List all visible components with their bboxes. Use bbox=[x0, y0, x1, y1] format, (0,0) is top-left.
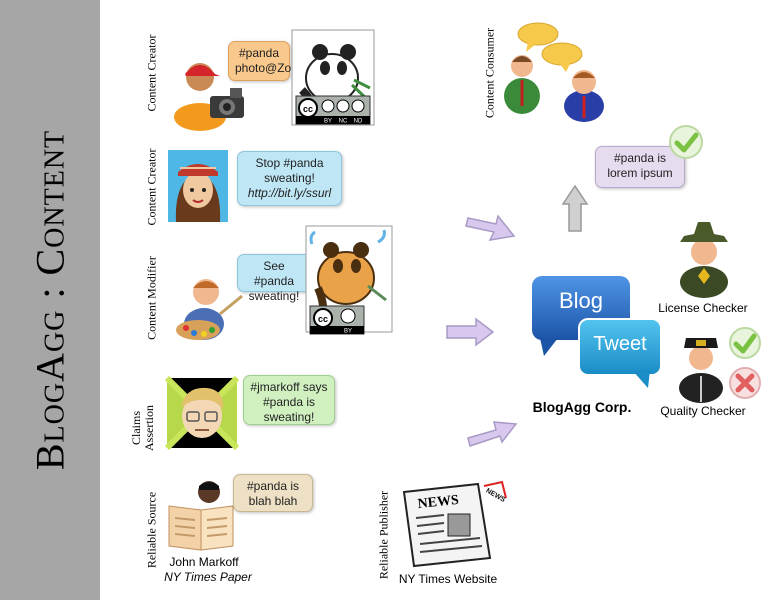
blog-logo-tail-icon bbox=[540, 338, 558, 356]
speech-bubble-claims: #jmarkoff says #panda is sweating! bbox=[243, 375, 335, 425]
bubble-link: http://bit.ly/ssurl bbox=[247, 186, 332, 200]
tweet-logo-tail-icon bbox=[632, 370, 650, 388]
role-label-reliable-publisher: Reliable Publisher bbox=[376, 490, 391, 580]
newspaper-masthead-text: NEWS bbox=[417, 493, 460, 512]
role-label-content-modifier: Content Modifier bbox=[144, 256, 159, 340]
role-label-content-consumer: Content Consumer bbox=[482, 27, 497, 119]
svg-text:cc: cc bbox=[318, 314, 328, 324]
speech-bubble-source: #panda is blah blah bbox=[233, 474, 313, 512]
bubble-line: See #panda bbox=[253, 259, 295, 288]
tweet-logo-text: Tweet bbox=[593, 333, 647, 355]
speech-bubble-creator-1: #panda photo@Zoo bbox=[228, 41, 298, 81]
cc-by-text: BY bbox=[344, 329, 352, 335]
bubble-line: photo@Zoo bbox=[235, 61, 298, 75]
caption-blogagg-corp: BlogAgg Corp. bbox=[532, 399, 632, 415]
blog-logo-text: Blog bbox=[558, 288, 604, 313]
svg-text:cc: cc bbox=[303, 104, 313, 114]
cc-nc-text: NC bbox=[339, 119, 348, 125]
quality-reject-cross-icon bbox=[729, 367, 761, 399]
checkmark-icon bbox=[669, 125, 703, 159]
arrow-to-blogagg-lower-icon bbox=[467, 421, 518, 447]
caption-license-checker: License Checker bbox=[658, 301, 748, 315]
bubble-line: lorem ipsum bbox=[607, 166, 673, 180]
jmarkoff-avatar-icon bbox=[164, 375, 240, 451]
arrow-to-blogagg-middle-icon bbox=[446, 317, 495, 347]
slide-title: BlogAgg : Content bbox=[27, 129, 73, 471]
speech-bubble-consumer: #panda is lorem ipsum bbox=[595, 146, 685, 188]
bubble-line: #panda is bbox=[246, 479, 300, 493]
caption-ny-times-website: NY Times Website bbox=[398, 572, 498, 586]
speech-bubble-creator-2: Stop #panda sweating! http://bit.ly/ssur… bbox=[237, 151, 342, 206]
cc-license-badge-by-nc-nd: cc BY NC ND bbox=[295, 95, 371, 125]
bubble-line: sweating! bbox=[263, 410, 315, 424]
photographer-icon bbox=[174, 63, 244, 131]
license-checker-sheriff-icon bbox=[680, 222, 728, 298]
speech-bubble-modifier: See #panda sweating! bbox=[237, 254, 311, 303]
painter-icon bbox=[176, 279, 243, 340]
bubble-line: #panda bbox=[238, 46, 280, 60]
cc-nd-text: ND bbox=[354, 119, 363, 125]
role-label-content-creator-1: Content Creator bbox=[144, 34, 159, 112]
bubble-line: sweating! bbox=[248, 289, 300, 303]
newspaper-icon: NEWS NEWS bbox=[402, 480, 507, 568]
quality-approve-check-icon bbox=[729, 327, 761, 359]
cc-by-text: BY bbox=[324, 119, 332, 125]
quality-checker-officer-icon bbox=[679, 338, 723, 403]
tweet-logo: Tweet bbox=[578, 318, 662, 376]
bubble-line: sweating! bbox=[264, 171, 315, 185]
arrow-to-blogagg-upper-icon bbox=[465, 214, 516, 241]
newspaper-reader-icon bbox=[168, 481, 234, 551]
caption-quality-checker: Quality Checker bbox=[660, 404, 746, 418]
cc-license-badge-by: cc BY bbox=[309, 305, 365, 335]
sidebar-panel: BlogAgg : Content bbox=[0, 0, 100, 600]
girl-avatar-icon bbox=[168, 150, 228, 222]
bubble-line: blah blah bbox=[248, 494, 298, 508]
caption-ny-times-paper: NY Times Paper bbox=[164, 570, 252, 584]
content-consumers-icon bbox=[504, 22, 604, 122]
role-label-reliable-source: Reliable Source bbox=[144, 491, 159, 569]
bubble-line: #panda is bbox=[262, 395, 316, 409]
bubble-line: #jmarkoff says bbox=[250, 380, 328, 394]
role-label-content-creator-2: Content Creator bbox=[144, 148, 159, 226]
bubble-line: #panda is bbox=[613, 151, 667, 165]
caption-john-markoff: John Markoff bbox=[169, 555, 239, 569]
arrow-up-to-consumer-icon bbox=[561, 184, 589, 232]
bubble-line: Stop #panda bbox=[255, 156, 324, 170]
role-label-claims-assertion: Claims Assertion bbox=[129, 405, 156, 451]
